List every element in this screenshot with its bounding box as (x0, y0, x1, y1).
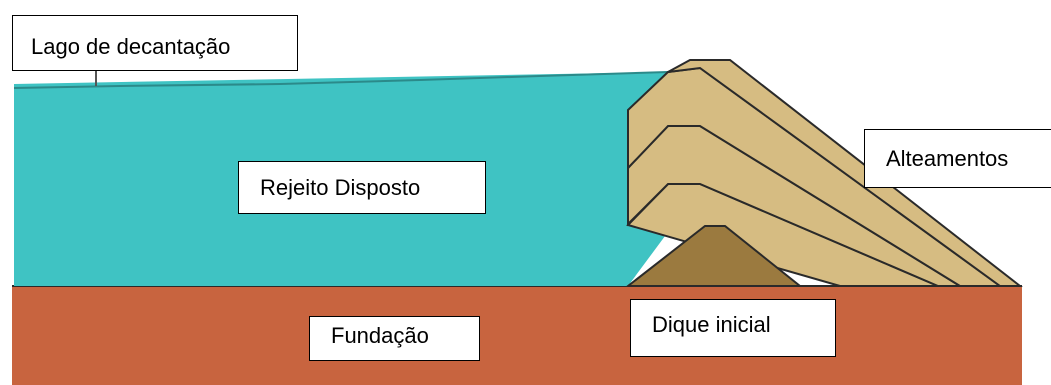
label-fundacao: Fundação (309, 316, 480, 361)
raise-1 (667, 59, 1023, 287)
foundation-layer (12, 286, 1022, 385)
lake-surface (13, 71, 669, 89)
label-alteamentos: Alteamentos (864, 129, 1051, 188)
label-rejeito-disposto: Rejeito Disposto (238, 161, 486, 214)
label-lago-de-decantacao: Lago de decantação (12, 15, 298, 71)
label-dique-inicial: Dique inicial (630, 299, 836, 357)
starter-dike (625, 225, 803, 287)
